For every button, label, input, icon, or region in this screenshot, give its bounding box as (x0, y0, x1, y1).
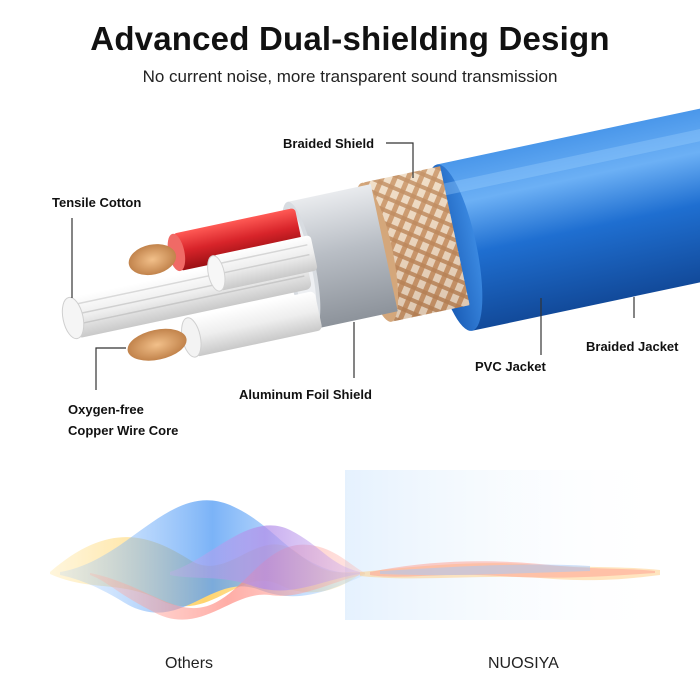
others-label: Others (165, 655, 214, 672)
white-conductor-shape (207, 235, 318, 292)
wave-comparison (50, 470, 675, 620)
page-title: Advanced Dual-shielding Design (90, 20, 610, 57)
oxygen-free-label-line2: Copper Wire Core (68, 423, 179, 438)
braided-jacket-label: Braided Jacket (586, 339, 679, 354)
oxygen-free-label-line1: Oxygen-free (68, 402, 144, 417)
leader-lines (71, 142, 635, 390)
pvc-jacket-label: PVC Jacket (475, 359, 546, 374)
braided-shield-label: Braided Shield (283, 136, 375, 151)
red-conductor-shape (128, 208, 302, 276)
white-lower-conductor-shape (127, 291, 322, 361)
aluminum-foil-shield-label: Aluminum Foil Shield (239, 387, 372, 402)
nuosiya-label: NUOSIYA (488, 655, 559, 672)
tensile-cotton-label: Tensile Cotton (52, 195, 142, 210)
page-subtitle: No current noise, more transparent sound… (142, 67, 558, 86)
